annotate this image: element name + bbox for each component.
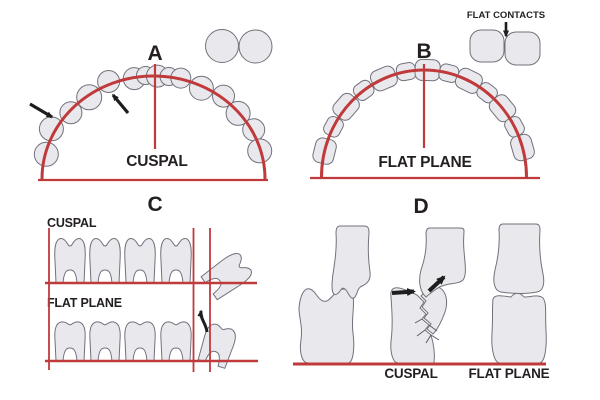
eruption-arrow-icon xyxy=(197,309,209,333)
contact-block xyxy=(469,29,505,63)
flat-tooth xyxy=(124,321,156,362)
tilted-cuspal-tooth xyxy=(199,249,255,302)
high-spot-arrow-icon xyxy=(111,93,130,115)
panel-d-letter: D xyxy=(414,195,429,218)
contact-circle xyxy=(205,29,239,63)
panel-b-label: FLAT PLANE xyxy=(378,154,471,171)
lower-tooth-cusped xyxy=(298,288,355,364)
fractured-pair xyxy=(390,227,466,364)
arch-curve xyxy=(40,74,267,180)
point-contact-inset xyxy=(205,29,273,64)
contact-circle xyxy=(238,29,273,64)
lower-tooth-flat xyxy=(491,292,547,364)
panel-d-pairs: D CUSPAL FLAT PLANE xyxy=(293,195,550,381)
panel-a-label: CUSPAL xyxy=(126,153,187,170)
flat-tooth xyxy=(89,321,121,362)
cuspal-tooth xyxy=(160,237,192,284)
cuspal-row-label: CUSPAL xyxy=(47,216,97,230)
cusp-circles xyxy=(33,64,273,167)
cuspal-tooth xyxy=(89,237,121,284)
panel-b-letter: B xyxy=(417,40,432,63)
panel-c-rows: C CUSPAL FLAT PLANE xyxy=(45,193,258,372)
crack-lines xyxy=(414,318,440,344)
flat-plane-row-label: FLAT PLANE xyxy=(47,296,122,310)
flat-contacts-inset: FLAT CONTACTS xyxy=(467,10,545,66)
high-spot-arrow-icon xyxy=(29,102,54,119)
flat-contacts-label: FLAT CONTACTS xyxy=(467,10,545,21)
upper-tooth-cusped xyxy=(331,225,371,299)
cuspal-tooth xyxy=(54,237,86,284)
cusp-circle xyxy=(188,75,214,101)
flat-tooth xyxy=(160,321,192,362)
lower-tooth-cracked-body xyxy=(390,287,435,364)
lateral-force-arrow-icon xyxy=(391,287,416,296)
panel-d-flat-plane-label: FLAT PLANE xyxy=(469,366,550,381)
panel-c-letter: C xyxy=(148,193,163,216)
panel-a-cuspal-arch: A CUSPAL xyxy=(29,29,273,182)
cuspal-tooth xyxy=(124,237,156,284)
contact-block xyxy=(504,31,541,66)
flat-plane-pair xyxy=(491,223,547,364)
flat-tooth xyxy=(54,321,86,362)
upper-tooth-flat xyxy=(493,223,545,294)
upper-tooth-cusped xyxy=(419,227,466,298)
cuspal-tooth-row xyxy=(54,237,255,302)
cusp-circle xyxy=(59,101,83,125)
interlocked-pair xyxy=(298,225,371,364)
deflective-force-arrow-icon xyxy=(427,275,446,293)
panel-d-cuspal-label: CUSPAL xyxy=(384,366,437,381)
panel-b-flat-plane-arch: FLAT CONTACTS B FLAT PLANE xyxy=(310,10,545,180)
panel-a-letter: A xyxy=(148,42,163,65)
